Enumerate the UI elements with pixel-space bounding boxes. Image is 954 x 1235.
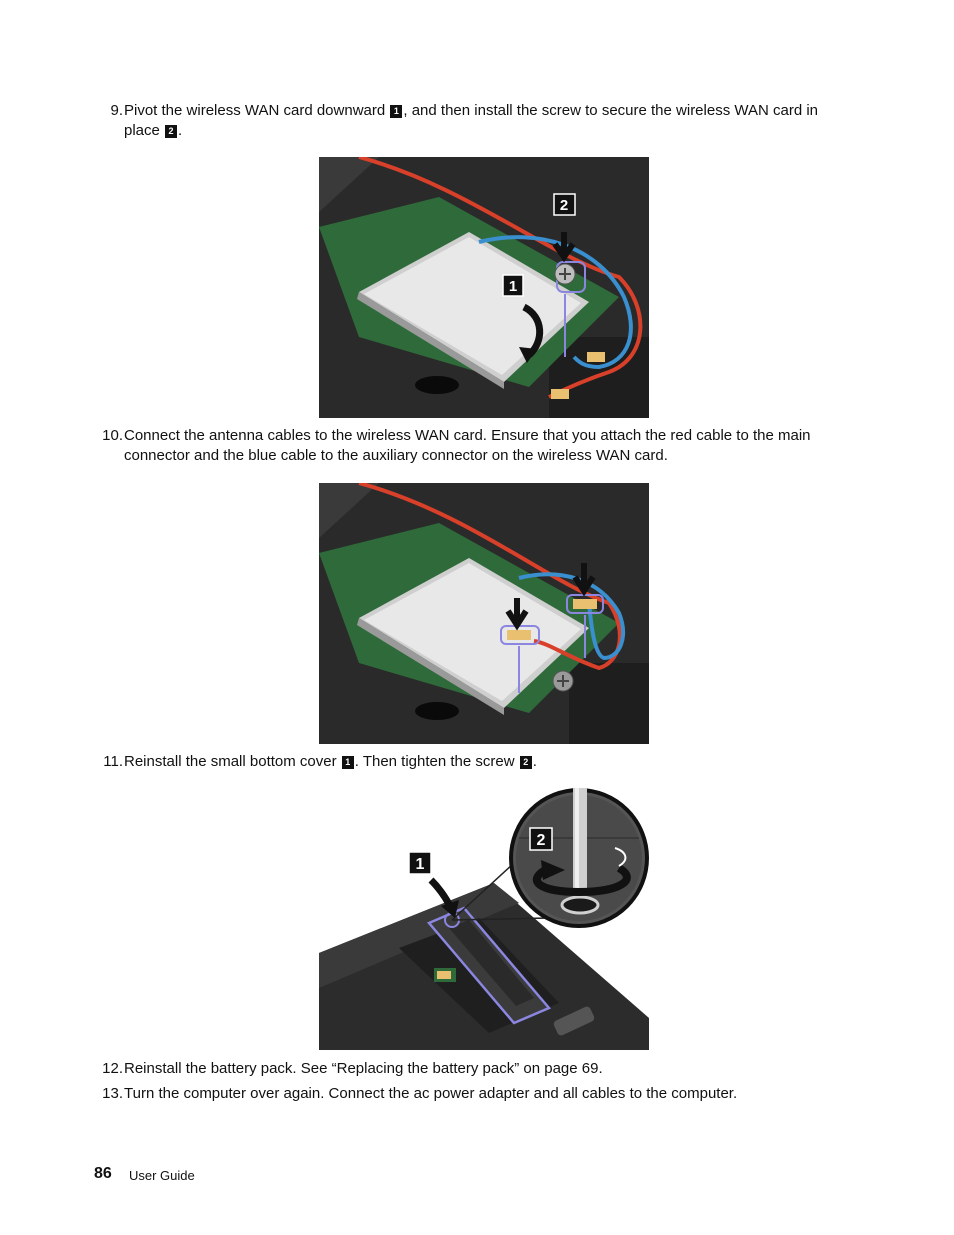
callout-2: 2 bbox=[553, 193, 576, 216]
antenna-cables-illustration bbox=[319, 481, 649, 744]
page-number: 86 bbox=[94, 1165, 112, 1182]
step-11: 11. Reinstall the small bottom cover 1. … bbox=[95, 752, 855, 772]
step-text: Reinstall the small bottom cover 1. Then… bbox=[124, 752, 855, 772]
step-text: Pivot the wireless WAN card downward 1, … bbox=[124, 101, 855, 141]
step-number: 10. bbox=[102, 427, 123, 444]
step-text-part: . bbox=[178, 122, 183, 139]
callout-badge: 1 bbox=[341, 756, 354, 769]
step-text: Connect the antenna cables to the wirele… bbox=[124, 427, 811, 464]
step-number: 13. bbox=[102, 1085, 123, 1102]
callout-1-label: 1 bbox=[509, 278, 517, 295]
callout-2-label: 2 bbox=[560, 197, 568, 214]
step-13: 13. Turn the computer over again. Connec… bbox=[95, 1084, 855, 1104]
callout-badge: 1 bbox=[390, 105, 403, 118]
callout-1-label: 1 bbox=[416, 856, 425, 873]
step-text-part: Pivot the wireless WAN card downward bbox=[124, 102, 390, 119]
step-text-part: . Then tighten the screw bbox=[354, 753, 519, 770]
step-text-part: . bbox=[532, 753, 537, 770]
figure-reinstall-bottom-cover: 1 2 bbox=[319, 788, 649, 1050]
step-12: 12. Reinstall the battery pack. See “Rep… bbox=[95, 1059, 855, 1079]
figure-install-wan-card: 1 2 bbox=[319, 155, 649, 418]
callout-1: 1 bbox=[502, 274, 524, 297]
callout-2: 2 bbox=[529, 827, 553, 851]
callout-2-label: 2 bbox=[537, 832, 546, 849]
step-number: 11. bbox=[103, 753, 123, 770]
figure-connect-antenna-cables bbox=[319, 481, 649, 744]
callout-1: 1 bbox=[408, 851, 432, 875]
footer-label: User Guide bbox=[129, 1168, 195, 1183]
step-text-part: Reinstall the small bottom cover bbox=[124, 753, 341, 770]
step-number: 12. bbox=[102, 1060, 123, 1077]
step-text: Turn the computer over again. Connect th… bbox=[124, 1085, 738, 1102]
step-9: 9. Pivot the wireless WAN card downward … bbox=[95, 101, 855, 141]
bottom-cover-illustration: 1 2 bbox=[319, 788, 649, 1050]
step-number: 9. bbox=[110, 102, 123, 119]
callout-badge: 2 bbox=[165, 125, 178, 138]
callout-badge: 2 bbox=[519, 756, 532, 769]
wan-card-pivot-illustration: 1 2 bbox=[319, 155, 649, 418]
step-text-part: , and then install the screw to secure t… bbox=[124, 102, 818, 139]
step-text: Reinstall the battery pack. See “Replaci… bbox=[124, 1060, 603, 1077]
step-10: 10. Connect the antenna cables to the wi… bbox=[95, 426, 855, 466]
